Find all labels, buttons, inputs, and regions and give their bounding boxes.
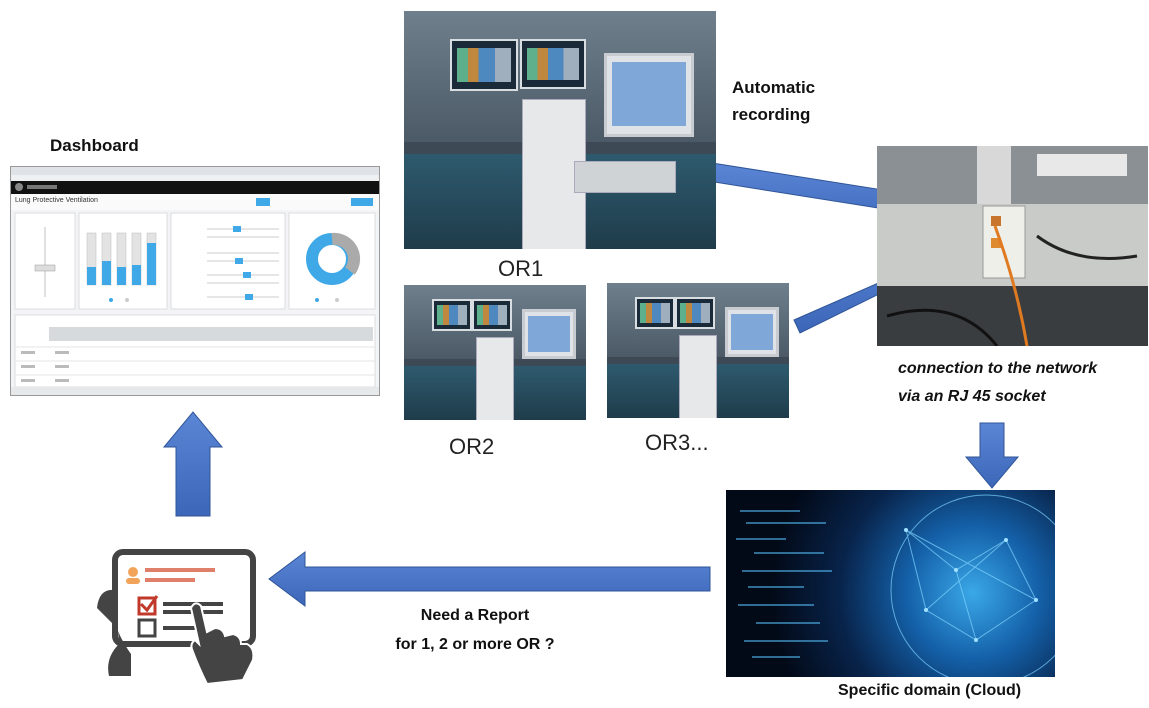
or2-label: OR2	[449, 434, 495, 459]
arrow-cloud-to-tablet	[268, 551, 711, 607]
automatic-recording-label-line1: Automatic	[732, 78, 816, 97]
connection-label-line2: via an RJ 45 socket	[898, 388, 1046, 405]
dashboard-screen-title: Lung Protective Ventilation	[15, 197, 98, 204]
or3-label: OR3...	[645, 430, 709, 455]
or1-label: OR1	[498, 256, 544, 281]
network-socket-photo	[877, 146, 1148, 346]
or2-photo	[404, 285, 586, 420]
report-label-line1: Need a Report	[420, 607, 530, 624]
report-label-line2: for 1, 2 or more OR ?	[395, 636, 555, 653]
network-socket-visual	[877, 146, 1148, 346]
or1-photo	[404, 11, 716, 249]
connection-label-line1: connection to the network	[898, 360, 1098, 377]
dashboard-label: Dashboard	[50, 136, 139, 155]
dashboard-screenshot: Lung Protective Ventilation	[10, 166, 380, 396]
arrow-tablet-to-dashboard	[162, 411, 224, 517]
tablet-report-icon	[97, 549, 256, 686]
arrow-network-to-cloud	[964, 422, 1020, 489]
cloud-visual	[736, 494, 1055, 677]
or3-photo	[607, 283, 789, 418]
dashboard-visual	[11, 167, 379, 395]
automatic-recording-label-line2: recording	[732, 105, 811, 124]
cloud-label: Specific domain (Cloud)	[838, 682, 1022, 699]
cloud-image	[726, 490, 1055, 677]
